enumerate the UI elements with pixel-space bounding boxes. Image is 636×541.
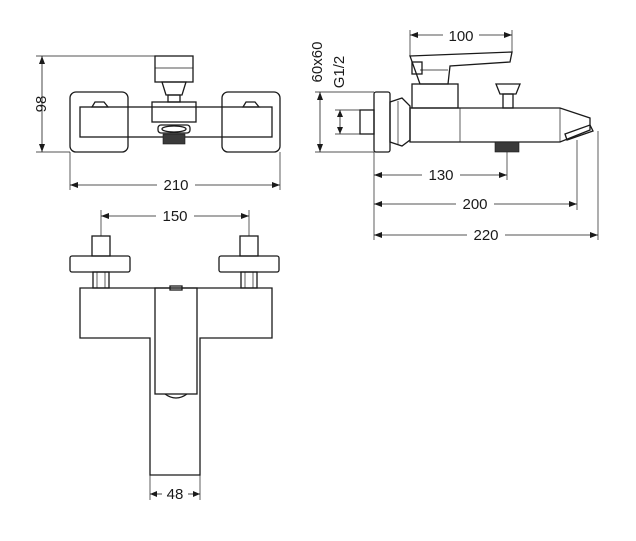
top-lever [154,287,198,395]
side-body [409,107,591,143]
front-view: 98 210 [33,55,281,194]
side-spout-tip [564,124,594,141]
dim-side-lever: 100 [448,28,473,45]
side-outlet-thread [494,141,520,153]
dim-front-width: 210 [163,177,188,194]
dim-front-height: 98 [33,96,50,113]
top-right-nut [240,271,258,289]
side-diverter-knob [495,83,521,95]
top-left-stub [91,235,111,257]
top-body [79,287,273,476]
top-left-flange [69,255,131,273]
top-left-nut [92,271,110,289]
dim-side-spout-a: 130 [428,167,453,184]
front-nut-left [90,101,110,108]
dim-top-centers: 150 [162,208,187,225]
top-right-flange [218,255,280,273]
side-hex-nut [389,97,411,147]
front-outlet-thread [162,133,186,145]
side-cartridge [411,83,459,109]
dim-side-spout-b: 200 [462,196,487,213]
front-lever-stem [161,81,187,96]
front-lever [154,55,194,83]
front-cartridge [151,101,197,123]
front-nut-right [241,101,261,108]
front-left-flange [69,91,129,153]
top-view: 150 48 [69,207,280,503]
side-view: 100 60x60 G1/2 130 200 [309,26,599,244]
dim-side-spout-c: 220 [473,227,498,244]
front-right-flange [221,91,281,153]
dim-side-thread: G1/2 [331,56,348,89]
dim-side-flange: 60x60 [309,42,326,83]
side-lever [409,51,513,85]
dim-top-spout-width: 48 [167,486,184,503]
side-flange [373,91,391,153]
top-right-stub [239,235,259,257]
